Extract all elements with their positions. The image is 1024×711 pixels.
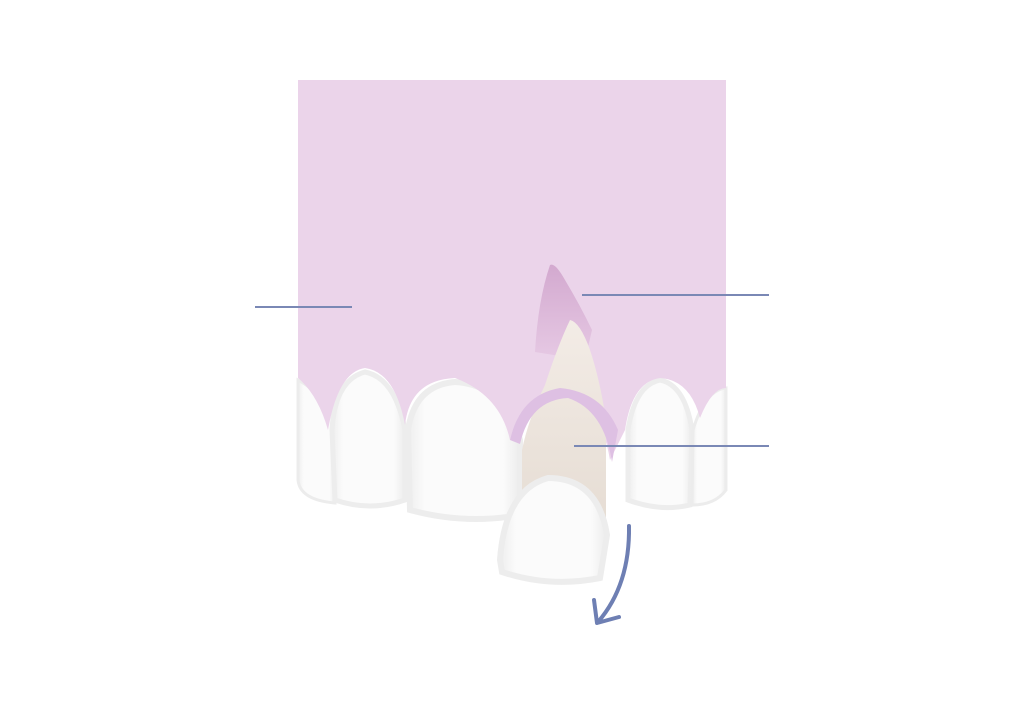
- gum-tissue: [298, 80, 726, 460]
- tooth-root: [522, 320, 606, 520]
- tooth-right-lateral: [625, 377, 695, 511]
- gingival-margin: [510, 388, 618, 462]
- extruded-crown: [496, 474, 611, 585]
- tooth-left-lateral: [329, 369, 408, 509]
- curved-arrow-down-icon: [592, 524, 632, 625]
